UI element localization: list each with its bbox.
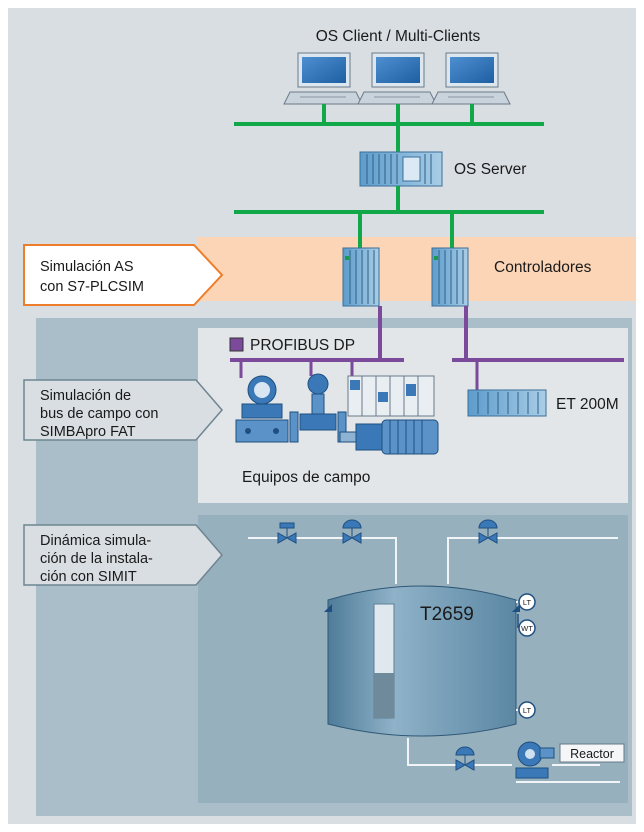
fieldbus-callout-line-3: SIMBApro FAT xyxy=(40,424,136,440)
controllers-label: Controladores xyxy=(494,259,592,276)
server-rack-icon xyxy=(359,151,443,187)
et200m-icon xyxy=(467,389,547,417)
transmitter-icon xyxy=(235,375,289,443)
as-simulation-callout: Simulación AS con S7-PLCSIM xyxy=(23,244,224,306)
fieldbus-callout-line-1: Simulación de xyxy=(40,388,131,404)
valve-icon xyxy=(342,519,362,544)
plant-bus xyxy=(234,186,544,248)
valve-icon xyxy=(277,522,297,544)
plant-callout-line-3: ción con SIMIT xyxy=(40,569,137,585)
motor-icon xyxy=(339,419,439,455)
weight-transmitter: WT xyxy=(517,614,536,637)
piping xyxy=(248,537,620,783)
os-server-label: OS Server xyxy=(454,161,526,178)
lt-top-label: LT xyxy=(523,598,532,607)
io-module-icon xyxy=(347,375,435,417)
fieldbus-callout-line-2: bus de campo con xyxy=(40,406,159,422)
os-clients-label: OS Client / Multi-Clients xyxy=(316,28,481,45)
controller-band xyxy=(198,237,636,301)
tank-icon xyxy=(324,585,520,737)
as-callout-line-1: Simulación AS xyxy=(40,259,134,275)
reactor-label: Reactor xyxy=(570,747,614,761)
valve-icon xyxy=(455,746,475,771)
tank-label: T2659 xyxy=(420,604,474,625)
plant-callout-line-1: Dinámica simula- xyxy=(40,533,151,549)
field-devices-label: Equipos de campo xyxy=(242,469,370,486)
profibus-legend-swatch xyxy=(229,337,244,352)
wt-label: WT xyxy=(521,624,533,633)
level-transmitter-bottom: LT xyxy=(516,701,536,719)
as-callout-line-2: con S7-PLCSIM xyxy=(40,279,144,295)
terminal-bus xyxy=(234,104,544,152)
plc-icon xyxy=(342,247,380,307)
plant-simulation-callout: Dinámica simula- ción de la instala- ció… xyxy=(23,524,223,586)
level-transmitter-top: LT xyxy=(516,593,536,611)
pump-icon xyxy=(515,741,555,779)
plant-callout-line-2: ción de la instala- xyxy=(40,551,153,567)
fieldbus-simulation-callout: Simulación de bus de campo con SIMBApro … xyxy=(23,379,223,441)
profibus-label: PROFIBUS DP xyxy=(250,337,355,354)
workstation-icon xyxy=(283,52,363,105)
reactor-box xyxy=(559,743,625,763)
plc-icon xyxy=(431,247,469,307)
valve-icon xyxy=(478,519,498,544)
lt-bottom-label: LT xyxy=(523,706,532,715)
device-drops xyxy=(239,360,479,390)
flowmeter-icon xyxy=(289,373,347,443)
et200m-label: ET 200M xyxy=(556,396,619,413)
workstation-icon xyxy=(357,52,437,105)
workstation-icon xyxy=(431,52,511,105)
